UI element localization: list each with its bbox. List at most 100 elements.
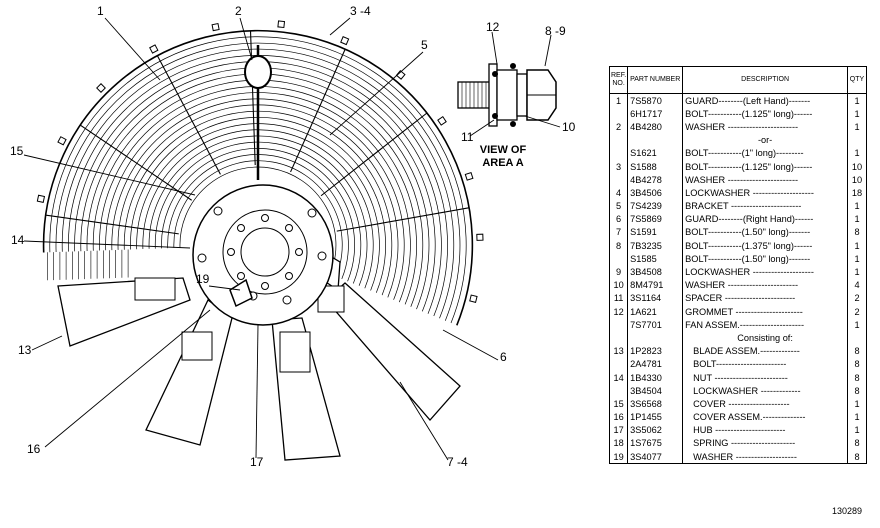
blade-plate: [181, 331, 213, 361]
table-header-row: REF. NO. PART NUMBER DESCRIPTION QTY: [608, 66, 867, 94]
grill-ring: [80, 67, 436, 312]
mounting-tab: [277, 20, 286, 29]
leader-line: [442, 329, 499, 361]
grill-ring: [111, 98, 405, 300]
cell-qty: 8: [847, 344, 867, 358]
cell-desc: Consisting of:: [682, 331, 848, 345]
cell-ref: 6: [608, 212, 629, 226]
cell-part: 7S5869: [627, 212, 684, 226]
cell-part: S1591: [627, 225, 684, 240]
mounting-tab: [395, 69, 406, 80]
mounting-tab: [469, 294, 478, 303]
grill-ring: [123, 110, 393, 296]
grill-ring: [117, 104, 399, 298]
blade-plate: [134, 277, 176, 301]
grill-spoke: [157, 55, 221, 175]
cell-qty: 1: [847, 93, 867, 108]
leader-line: [524, 115, 561, 128]
hub-mount-hole: [197, 253, 207, 263]
cell-part: 3S6568: [627, 397, 684, 411]
cell-qty: 8: [847, 225, 867, 240]
cell-ref: 19: [608, 450, 629, 465]
detail-grommet: [492, 71, 498, 77]
grill-ring: [86, 73, 430, 310]
cell-qty: 1: [847, 397, 867, 411]
cell-part: 1P1455: [627, 410, 684, 424]
cell-desc: BOLT-----------(1.50" long)-------: [682, 252, 848, 266]
fan-blade: [145, 299, 233, 446]
cell-qty: 1: [847, 318, 867, 332]
hub-mount-hole: [282, 295, 292, 305]
cell-ref: 14: [608, 370, 629, 385]
grill-ring: [130, 116, 386, 293]
cell-ref: 3: [608, 159, 629, 174]
hub-bolt-hole: [237, 224, 245, 232]
grill-ring: [161, 148, 355, 282]
hub-bolt-hole: [261, 214, 269, 222]
cell-qty: 1: [847, 423, 867, 437]
hub-bolt-hole: [295, 248, 303, 256]
leader-line: [329, 17, 351, 36]
cell-qty: 1: [847, 239, 867, 253]
leader-line: [208, 285, 241, 291]
cell-qty: 2: [847, 291, 867, 305]
cell-part: 1A621: [627, 305, 684, 319]
hub-mount-hole: [307, 208, 317, 218]
table-row: Consisting of:: [608, 331, 867, 345]
cell-desc: LOCKWASHER --------------------: [682, 265, 848, 279]
leader-line: [491, 31, 498, 65]
cell-ref: 15: [608, 397, 629, 411]
fan-guard-diagram: [23, 17, 561, 461]
cell-qty: 1: [847, 265, 867, 279]
cell-ref: 18: [608, 436, 629, 451]
cell-qty: 10: [847, 159, 867, 174]
guard-grill: [36, 20, 484, 326]
mounting-tab: [340, 36, 350, 46]
cell-qty: 1: [847, 120, 867, 134]
grill-spoke: [336, 207, 469, 232]
callout-17: 17: [250, 455, 264, 469]
cell-part: 7S4239: [627, 199, 684, 213]
callout-5: 5: [421, 38, 428, 52]
cell-desc: BOLT-----------(1" long)---------: [682, 146, 848, 160]
grill-ring: [68, 55, 448, 317]
cell-desc: HUB -----------------------: [682, 423, 848, 437]
callout-6: 6: [500, 350, 507, 364]
cell-qty: [847, 331, 867, 345]
cell-part: 7B3235: [627, 239, 684, 253]
cell-desc: LOCKWASHER --------------------: [682, 186, 848, 200]
cell-part: 1B4330: [627, 370, 684, 385]
cell-qty: 8: [847, 450, 867, 465]
callout-2: 2: [235, 4, 242, 18]
grill-spoke: [249, 31, 256, 166]
hub-center: [240, 227, 290, 277]
cell-ref: [608, 146, 629, 160]
leader-line: [23, 154, 196, 196]
hub-bolt-hole: [227, 248, 235, 256]
cell-desc: -or-: [682, 133, 848, 147]
view-of-area-a-label: VIEW OF AREA A: [468, 144, 538, 170]
cell-ref: [608, 133, 629, 147]
cell-ref: 5: [608, 199, 629, 213]
cell-ref: 13: [608, 344, 629, 358]
grill-spoke: [80, 124, 192, 201]
cell-part: 3S4077: [627, 450, 684, 465]
mounting-tab: [149, 44, 159, 54]
header-qty: QTY: [847, 66, 867, 94]
grill-ring: [92, 79, 424, 307]
mounting-tab: [464, 171, 474, 181]
